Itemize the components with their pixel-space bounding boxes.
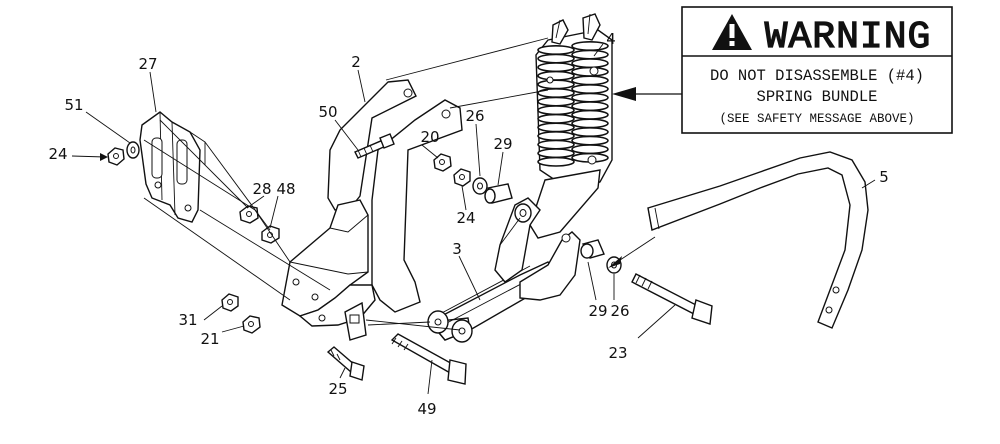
part-49-bolt: [390, 333, 467, 385]
part-5-shank: [647, 151, 869, 329]
callout-24-middle: 24: [456, 209, 475, 227]
callout-50: 50: [318, 103, 337, 121]
part-29-spacer-bottom: [580, 239, 605, 259]
warning-line-2: SPRING BUNDLE: [757, 88, 878, 106]
spring-coil: [537, 79, 575, 90]
part-29-spacer-top: [484, 183, 513, 204]
warning-heading: WARNING: [765, 16, 932, 59]
part-2-frame: [281, 79, 463, 341]
part-3-arm: [427, 197, 581, 343]
part-4-spring-bundle: [529, 13, 613, 239]
spring-coil: [537, 148, 575, 159]
part-21-nut: [242, 315, 261, 334]
spring-coil: [537, 131, 575, 142]
callout-4: 4: [606, 30, 616, 48]
spring-coil: [571, 101, 609, 112]
callout-25: 25: [328, 380, 347, 398]
part-20-nut: [433, 153, 452, 172]
callout-21: 21: [200, 330, 219, 348]
spring-coil: [571, 109, 609, 120]
spring-coil: [537, 96, 575, 107]
spring-coil: [571, 118, 609, 129]
callout-49: 49: [417, 400, 436, 418]
warning-line-1: DO NOT DISASSEMBLE (#4): [710, 67, 924, 85]
spring-coil: [537, 113, 575, 124]
callout-51: 51: [64, 96, 83, 114]
spring-coil: [537, 139, 575, 150]
spring-coil: [571, 144, 609, 155]
callout-labels: 51 24 27 2 50 4 5 20 26 29 24 28 48 31 2…: [48, 30, 888, 418]
part-24-nut-left: [107, 147, 125, 166]
part-27-bracket: [139, 111, 206, 223]
callout-26-bottom: 26: [610, 302, 629, 320]
spring-coil: [537, 156, 575, 167]
spring-coil: [537, 44, 575, 55]
callout-leaders: [71, 43, 876, 395]
callout-3: 3: [452, 240, 462, 258]
spring-coil: [571, 58, 609, 69]
warning-decal: WARNING DO NOT DISASSEMBLE (#4) SPRING B…: [681, 6, 953, 134]
callout-20: 20: [420, 128, 439, 146]
leader-lines: [143, 37, 656, 331]
spring-coil: [571, 92, 609, 103]
warning-triangle-icon: [712, 14, 752, 50]
callout-48: 48: [276, 180, 295, 198]
part-23-bolt: [631, 273, 713, 325]
part-24-nut-middle: [453, 168, 471, 187]
callout-31: 31: [178, 311, 197, 329]
warning-line-3: (SEE SAFETY MESSAGE ABOVE): [719, 112, 914, 126]
part-28-nut: [239, 205, 259, 224]
spring-coil: [537, 88, 575, 99]
spring-coil: [571, 84, 609, 95]
spring-coil: [537, 105, 575, 116]
spring-coil: [537, 53, 575, 64]
part-50-bolt: [354, 133, 395, 159]
warning-pointer-arrow: [612, 87, 682, 101]
callout-29-top: 29: [493, 135, 512, 153]
callout-29-bottom: 29: [588, 302, 607, 320]
callout-26-top: 26: [465, 107, 484, 125]
part-51-washer: [126, 141, 140, 159]
spring-coil: [571, 75, 609, 86]
spring-mount-washer: [514, 203, 532, 223]
callout-2: 2: [351, 53, 361, 71]
spring-coil: [537, 70, 575, 81]
part-31-nut: [221, 293, 239, 312]
spring-coil: [537, 62, 575, 73]
spring-coil: [571, 127, 609, 138]
callout-28: 28: [252, 180, 271, 198]
part-25-bolt: [326, 346, 365, 381]
spring-coil: [571, 135, 609, 146]
spring-coil: [537, 122, 575, 133]
callout-23: 23: [608, 344, 627, 362]
callout-24-left: 24: [48, 145, 67, 163]
callout-5: 5: [879, 168, 889, 186]
part-48-nut: [261, 225, 280, 244]
spring-coil: [571, 49, 609, 60]
part-26-washer-top: [472, 177, 488, 195]
callout-27: 27: [138, 55, 157, 73]
spring-coil: [571, 40, 609, 51]
